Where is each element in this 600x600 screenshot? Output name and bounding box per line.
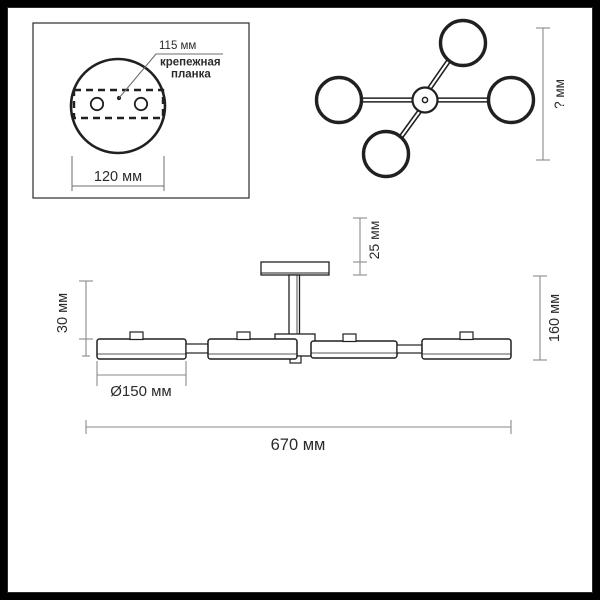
bar-left-inner-tab <box>236 331 251 341</box>
mounting-bracket-dashed <box>72 88 165 120</box>
detail-bottom-dimension: 120 мм <box>94 169 142 185</box>
screw-hole-right-icon <box>133 96 149 112</box>
callout-label-line1: крепежная <box>160 57 221 69</box>
screw-hole-left-icon <box>89 96 105 112</box>
top-view-shade-bottom <box>361 129 411 179</box>
mounting-plate-detail-group: 115 мм крепежная планка 120 мм <box>32 22 250 199</box>
dimension-label-25: 25 мм <box>366 221 382 260</box>
connector-left-outer <box>185 343 209 354</box>
technical-drawing-canvas: 115 мм крепежная планка 120 мм <box>32 18 567 454</box>
bar-right-inner <box>310 340 398 359</box>
callout-leader-line <box>118 53 223 99</box>
detail-callout-dimension: 115 мм <box>159 40 196 52</box>
top-view-hub-center <box>421 96 429 104</box>
bar-left-outer-tab <box>129 331 144 341</box>
connector-right-outer <box>396 344 423 354</box>
canopy-circle <box>69 57 167 155</box>
bar-right-outer <box>421 338 512 360</box>
arm-lower-inner <box>397 107 423 142</box>
dimension-label-670: 670 мм <box>271 436 326 454</box>
drop-stem <box>288 274 301 338</box>
top-view-arm-lower <box>395 106 425 143</box>
bar-left-outer <box>96 338 187 360</box>
top-view-arm-upper <box>424 54 455 94</box>
top-view-shade-right <box>486 75 536 125</box>
dimension-label-30: 30 мм <box>55 293 71 333</box>
side-view-group: 30 мм 25 мм 160 мм Ø150 мм <box>55 217 563 454</box>
dimension-label-150: Ø150 мм <box>110 383 172 400</box>
top-view-shade-left <box>314 75 364 125</box>
callout-label-line2: планка <box>171 69 211 81</box>
bar-right-outer-tab <box>459 331 474 341</box>
arm-upper-inner <box>426 55 453 93</box>
top-view-shade-top <box>438 18 488 68</box>
topview-dimension-label: ? мм <box>552 79 567 109</box>
dimension-label-160: 160 мм <box>547 294 563 342</box>
bar-right-inner-tab <box>342 333 357 343</box>
drawing-inner-frame: 115 мм крепежная планка 120 мм <box>7 7 593 593</box>
bar-left-inner <box>207 338 298 360</box>
top-view-group: ? мм <box>314 18 567 179</box>
